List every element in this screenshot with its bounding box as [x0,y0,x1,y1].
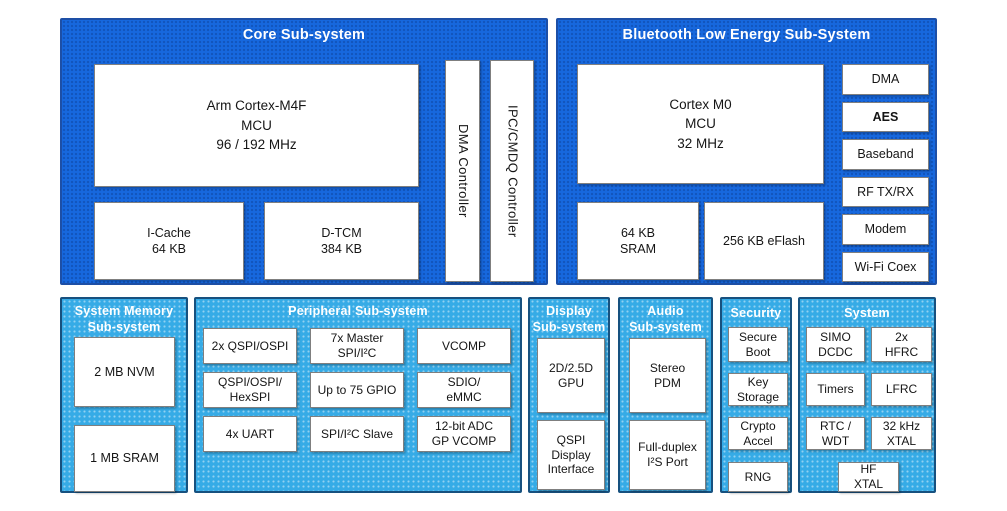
sram-block: 1 MB SRAM [74,425,175,492]
hfrc-block: 2x HFRC [871,327,932,362]
rtc-wdt-block: RTC / WDT [806,417,865,450]
xtal-32khz-block: 32 kHz XTAL [871,417,932,450]
arm-cortex-m4f-block: Arm Cortex-M4F MCU 96 / 192 MHz [94,64,419,187]
system-title: System [844,306,890,320]
audio-subsystem-panel: Audio Sub-system Stereo PDM Full-duplex … [618,297,713,493]
dma-controller-block: DMA Controller [445,60,480,282]
ble-modem-block: Modem [842,214,929,245]
uart-block: 4x UART [203,416,297,452]
peripheral-subsystem-panel: Peripheral Sub-system 2x QSPI/OSPI 7x Ma… [194,297,522,493]
vcomp-block: VCOMP [417,328,511,364]
display-subsystem-panel: Display Sub-system 2D/2.5D GPU QSPI Disp… [528,297,610,493]
lfrc-block: LFRC [871,373,932,406]
security-title: Security [730,306,782,320]
rng-block: RNG [728,462,788,492]
core-subsystem-title: Core Sub-system [242,27,366,43]
ble-radio-block-column: DMA AES Baseband RF TX/RX Modem Wi-Fi Co… [842,64,929,282]
nvm-block: 2 MB NVM [74,337,175,407]
ipc-cmdq-controller-block: IPC/CMDQ Controller [490,60,534,282]
timers-block: Timers [806,373,865,406]
ble-aes-block: AES [842,101,929,132]
ble-dma-block: DMA [842,64,929,95]
peripheral-grid: 2x QSPI/OSPI 7x Master SPI/I²C VCOMP QSP… [203,328,511,452]
icache-block: I-Cache 64 KB [94,202,244,280]
i2s-port-block: Full-duplex I²S Port [629,420,706,490]
dtcm-block: D-TCM 384 KB [264,202,419,280]
master-spi-i2c-block: 7x Master SPI/I²C [310,328,404,364]
ble-wifi-coex-block: Wi-Fi Coex [842,251,929,282]
ble-subsystem-panel: Bluetooth Low Energy Sub-System Cortex M… [556,18,937,285]
system-panel: System SIMO DCDC 2x HFRC Timers LFRC RTC… [798,297,936,493]
qspi-display-interface-block: QSPI Display Interface [537,420,605,490]
security-panel: Security Secure Boot Key Storage Crypto … [720,297,792,493]
ble-baseband-block: Baseband [842,139,929,170]
simo-dcdc-block: SIMO DCDC [806,327,865,362]
ble-sram-block: 64 KB SRAM [577,202,699,280]
cortex-m0-block: Cortex M0 MCU 32 MHz [577,64,824,184]
hf-xtal-block: HF XTAL [838,462,899,492]
key-storage-block: Key Storage [728,373,788,406]
ble-subsystem-title: Bluetooth Low Energy Sub-System [622,27,871,43]
system-memory-title: System Memory Sub-system [74,304,174,335]
ble-rf-txrx-block: RF TX/RX [842,176,929,207]
stereo-pdm-block: Stereo PDM [629,338,706,413]
core-subsystem-panel: Core Sub-system Arm Cortex-M4F MCU 96 / … [60,18,548,285]
sdio-emmc-block: SDIO/ eMMC [417,372,511,408]
system-memory-panel: System Memory Sub-system 2 MB NVM 1 MB S… [60,297,188,493]
spi-i2c-slave-block: SPI/I²C Slave [310,416,404,452]
display-subsystem-title: Display Sub-system [532,304,606,335]
crypto-accel-block: Crypto Accel [728,417,788,450]
gpu-block: 2D/2.5D GPU [537,338,605,413]
hexspi-block: QSPI/OSPI/ HexSPI [203,372,297,408]
secure-boot-block: Secure Boot [728,327,788,362]
gpio-block: Up to 75 GPIO [310,372,404,408]
qspi-ospi-block: 2x QSPI/OSPI [203,328,297,364]
adc-gp-vcomp-block: 12-bit ADC GP VCOMP [417,416,511,452]
audio-subsystem-title: Audio Sub-system [629,304,702,335]
ble-eflash-block: 256 KB eFlash [704,202,824,280]
peripheral-subsystem-title: Peripheral Sub-system [288,304,428,318]
